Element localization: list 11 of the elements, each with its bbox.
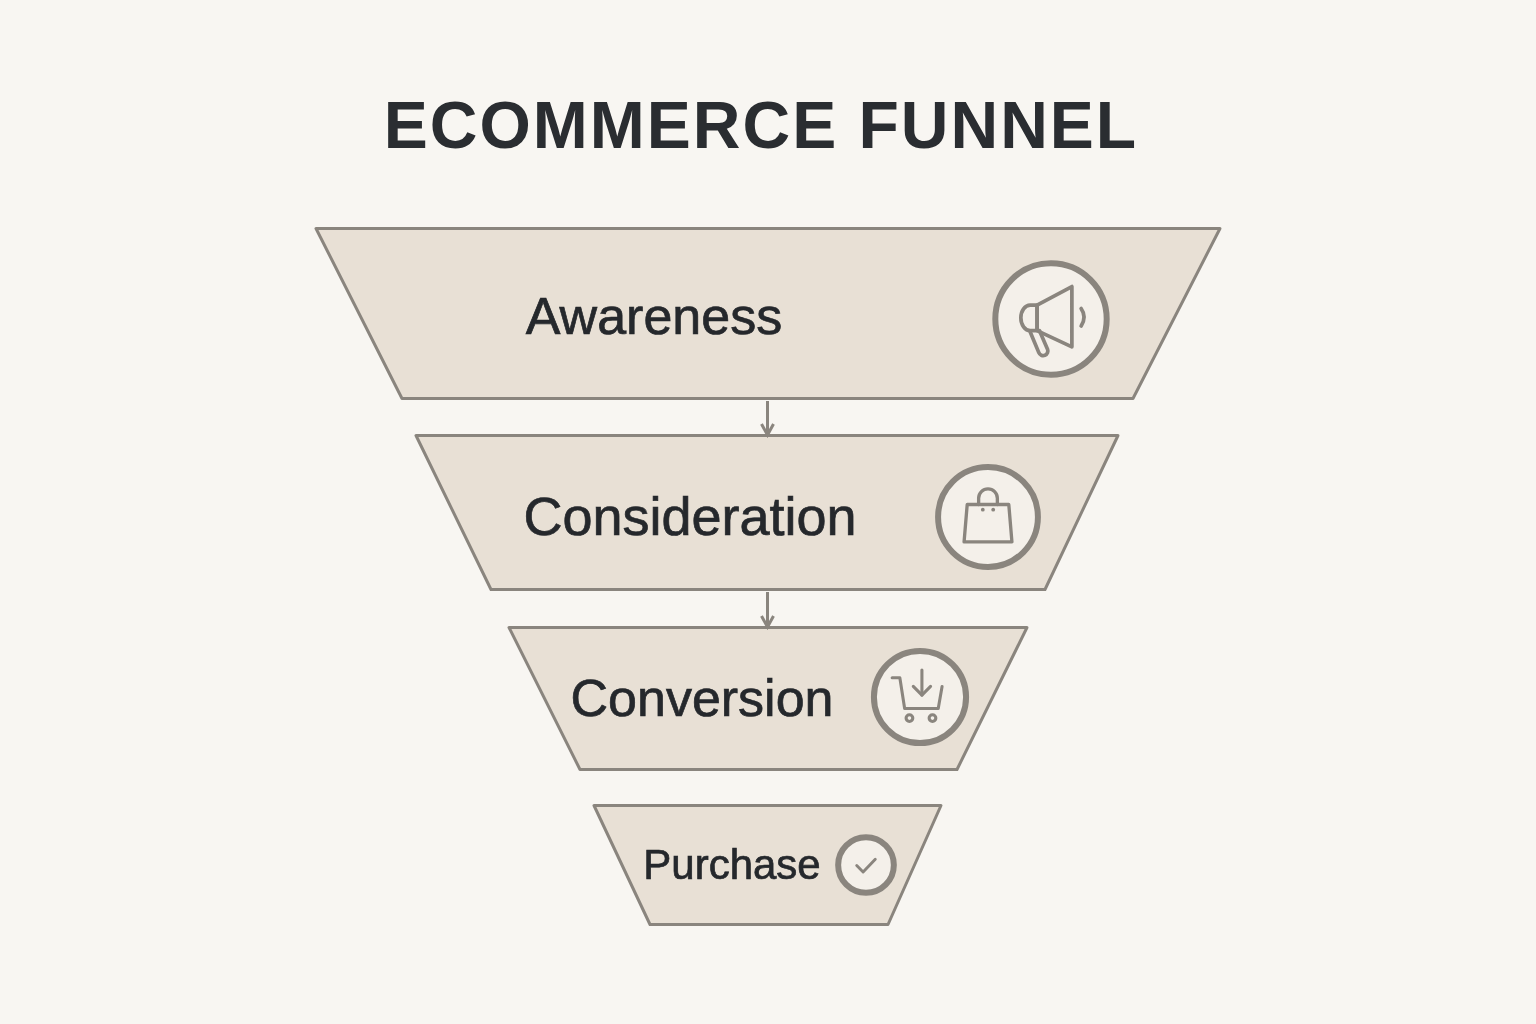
stage-label: Purchase [643, 844, 821, 886]
arrow [760, 592, 775, 629]
funnel-stage [509, 626, 1027, 771]
stage-label: Awareness [525, 290, 783, 342]
funnel-stage [594, 804, 941, 926]
funnel-stage [416, 434, 1118, 591]
arrow [760, 401, 775, 437]
funnel-stage [316, 227, 1220, 400]
stage-label: Consideration [523, 489, 857, 543]
title: ECOMMERCE FUNNEL [383, 92, 1139, 158]
stage-label: Conversion [570, 672, 834, 724]
